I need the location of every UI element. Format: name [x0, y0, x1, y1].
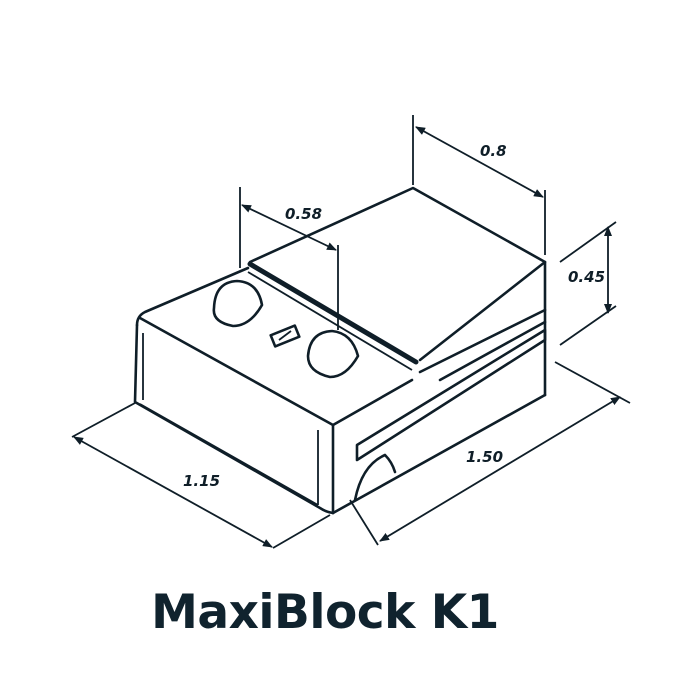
dim-label-1-15: 1.15 — [183, 472, 220, 490]
marking-icon — [269, 324, 301, 348]
dimension-lines — [71, 115, 631, 549]
dim-label-0-58: 0.58 — [285, 205, 322, 223]
dim-label-0-45: 0.45 — [568, 268, 605, 286]
dim-label-0-8: 0.8 — [480, 142, 507, 160]
dim-label-1-50: 1.50 — [466, 448, 503, 466]
product-title: MaxiBlock K1 — [151, 585, 499, 640]
bump-left — [212, 279, 264, 328]
bump-right — [306, 329, 360, 379]
